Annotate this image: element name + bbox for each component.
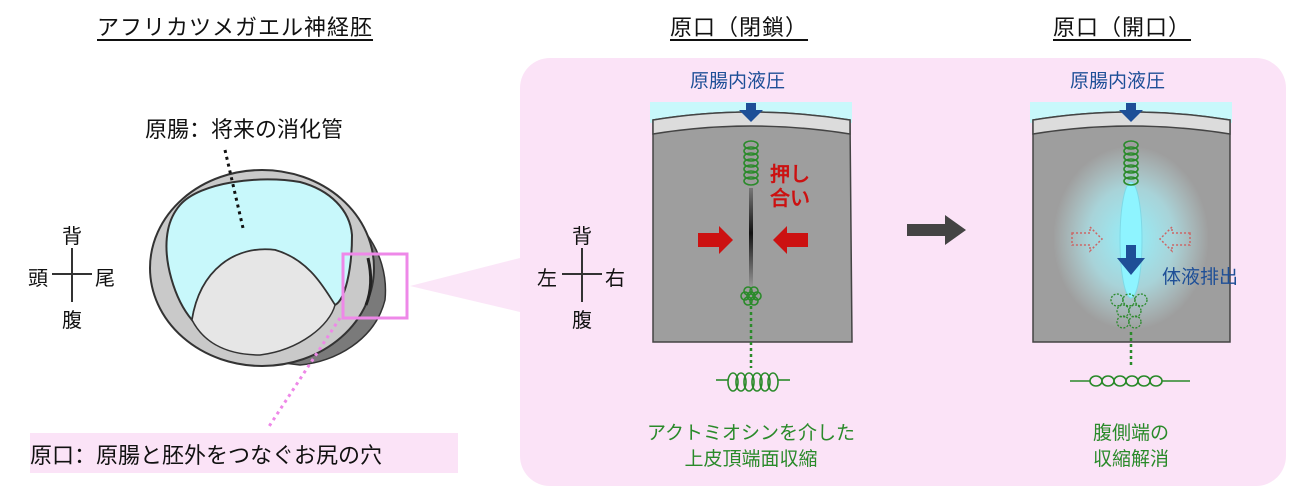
relaxed-arrow-right [1158,225,1191,253]
closed-contracted-spring [716,372,790,392]
fluid-discharge-arrow [1117,245,1145,275]
axis-closed-dorsal: 背 [572,224,592,248]
axis-embryo-head: 頭 [28,266,48,290]
open-channel [1119,181,1143,299]
transition-arrow [907,215,966,245]
axis-closed-left: 左 [537,266,557,290]
open-caption: 腹側端の 収縮解消 [1071,420,1191,472]
axis-cross-embryo [52,248,92,302]
closed-caption-line2: 上皮頂端面収縮 [684,448,818,470]
axis-embryo-dorsal: 背 [62,224,82,248]
closed-pressure-label: 原腸内液圧 [690,70,786,92]
push-arrow-left [698,226,733,254]
closed-actomyosin-spring-top [743,140,759,186]
closed-tissue [650,102,853,392]
axis-embryo-tail: 尾 [95,266,115,290]
axis-embryo-ventral: 腹 [62,308,82,332]
zoom-box [341,252,409,320]
blastopore-label: 原口：原腸と胚外をつなぐお尻の穴 [30,444,383,469]
closed-seam [749,188,753,288]
axis-closed-ventral: 腹 [572,308,592,332]
blastopore-slit [364,257,373,306]
push-label-line1: 押し [770,162,810,186]
axis-cross-closed [562,248,602,302]
blastopore-label-highlight [30,433,458,473]
open-extended-spring [1070,375,1190,387]
embryo-illustration [149,149,520,429]
open-pressure-label: 原腸内液圧 [1070,70,1166,92]
closed-caption: アクトミオシンを介した 上皮頂端面収縮 [628,420,874,472]
heading-blastopore-closed: 原口（閉鎖） [670,16,809,41]
open-tissue [1030,102,1232,387]
closed-epithelium-top [652,111,851,135]
open-caption-line1: 腹側端の [1092,422,1169,444]
closed-actomyosin-cluster [740,286,762,306]
open-pressure-arrow [1119,103,1143,122]
heading-blastopore-open: 原口（開口） [1053,16,1192,41]
axis-closed-right: 右 [605,266,625,290]
open-caption-line2: 収縮解消 [1092,448,1169,470]
discharge-label: 体液排出 [1162,266,1239,288]
blastopore-pointer [266,317,342,429]
relaxed-arrow-left [1071,225,1104,253]
heading-neurula: アフリカツメガエル神経胚 [97,16,374,41]
push-label: 押し 合い [770,162,810,210]
yolk-endoderm [191,248,336,356]
push-label-line2: 合い [770,186,810,210]
archenteron-label: 原腸：将来の消化管 [145,118,344,143]
open-epithelium-top [1032,111,1231,135]
closed-caption-line1: アクトミオシンを介した [646,422,856,444]
zoom-connector [410,258,520,312]
open-actomyosin-cluster [1110,293,1148,329]
push-arrow-right [773,226,808,254]
closed-pressure-arrow [739,103,763,122]
open-actomyosin-spring-top [1123,140,1139,186]
